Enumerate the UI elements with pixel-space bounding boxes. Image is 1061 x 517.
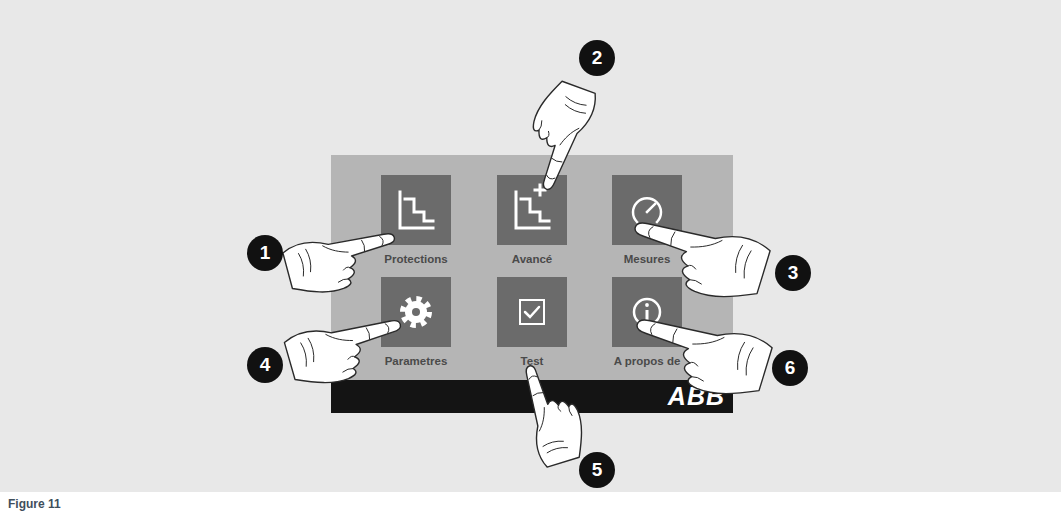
menu-label: Parametres: [351, 354, 481, 368]
menu-tile: Avancé: [497, 175, 567, 245]
callout-circle: 3: [775, 255, 811, 291]
touch-screen: ABBProtectionsAvancéMesuresParametresTes…: [331, 155, 733, 413]
menu-tile: Test: [497, 277, 567, 347]
menu-label: Avancé: [467, 252, 597, 266]
menu-label: A propos de: [582, 354, 712, 368]
callout-circle: 4: [247, 347, 283, 383]
menu-tile: Mesures: [612, 175, 682, 245]
callout-number: 2: [592, 48, 603, 68]
brand-logo: ABB: [668, 382, 725, 410]
callout-number: 5: [592, 460, 603, 480]
callout-number: 4: [260, 355, 271, 375]
menu-tile: Protections: [381, 175, 451, 245]
callout-circle: 5: [579, 452, 615, 488]
callout-number: 1: [260, 243, 271, 263]
figure-caption: Figure 11: [8, 497, 61, 511]
menu-tile: Parametres: [381, 277, 451, 347]
menu-label: Mesures: [582, 252, 712, 266]
callout-number: 3: [788, 263, 799, 283]
menu-label: Test: [467, 354, 597, 368]
callout-circle: 1: [247, 235, 283, 271]
callout-number: 6: [785, 358, 796, 378]
menu-tile: A propos de: [612, 277, 682, 347]
callout-circle: 6: [772, 350, 808, 386]
menu-label: Protections: [351, 252, 481, 266]
callout-circle: 2: [579, 40, 615, 76]
